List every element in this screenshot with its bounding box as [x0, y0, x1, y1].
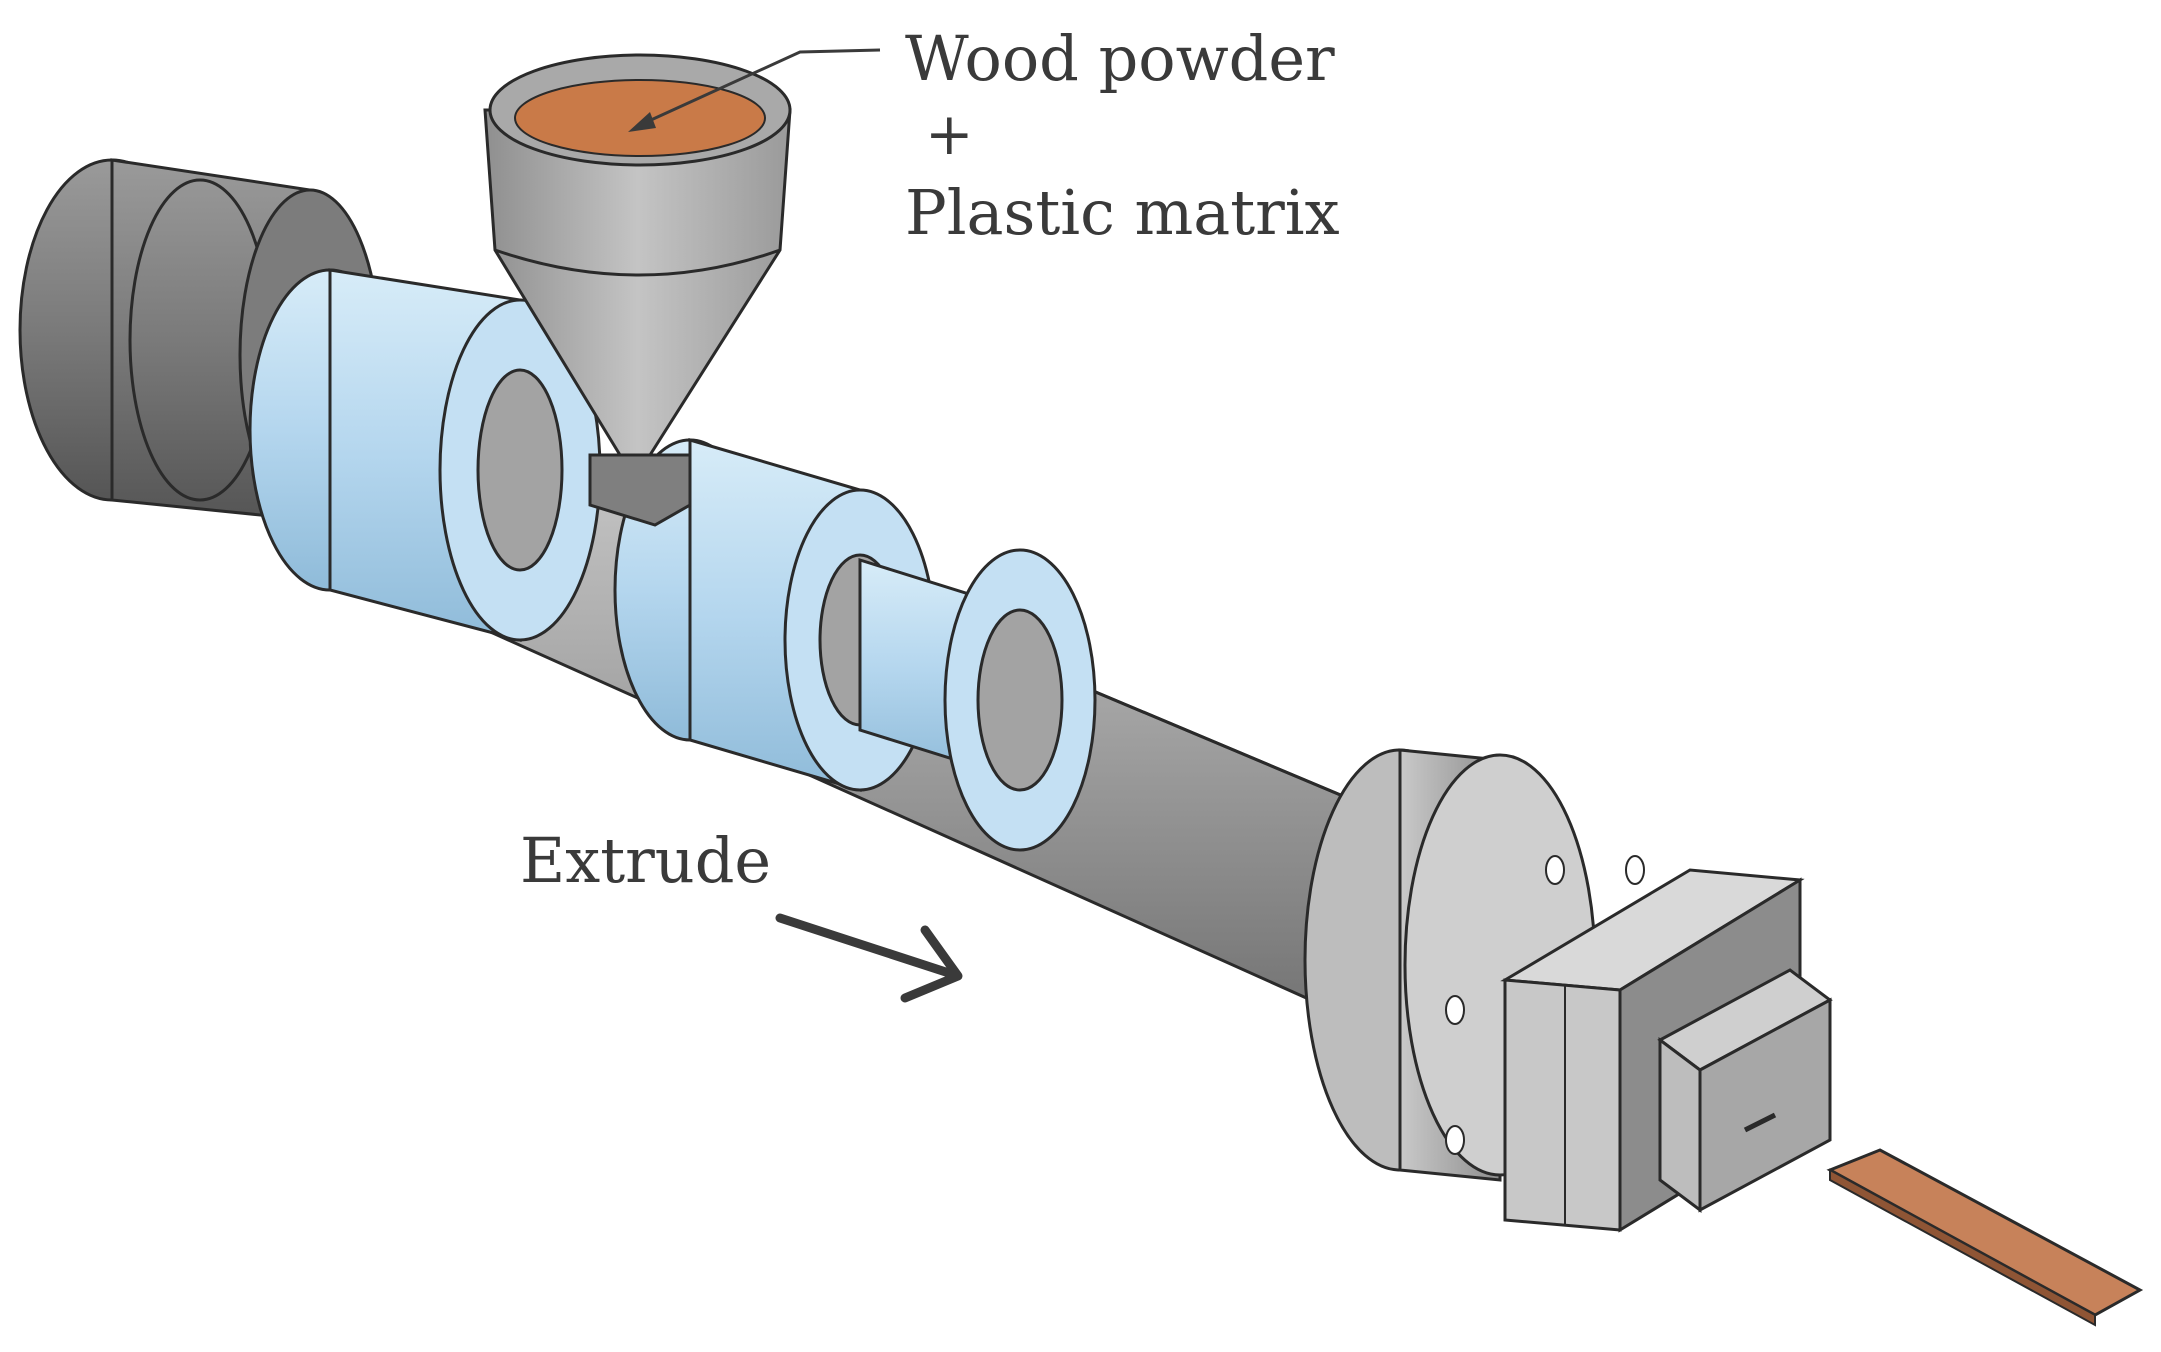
powder-surface [514, 79, 766, 157]
die [1500, 868, 1833, 1233]
feed-label-plastic: Plastic matrix [905, 176, 1340, 249]
feed-label-wood: Wood powder [905, 22, 1335, 95]
leader-arrow-icon [628, 48, 881, 132]
feed-label-plus: + [925, 100, 974, 168]
extruded-product [1826, 1148, 2144, 1327]
heater-band-1 [248, 268, 602, 642]
direction-label: Extrude [520, 824, 772, 897]
arrow-right-down-icon [775, 913, 963, 1003]
hopper [483, 53, 792, 527]
heater-band-3 [858, 548, 1097, 852]
